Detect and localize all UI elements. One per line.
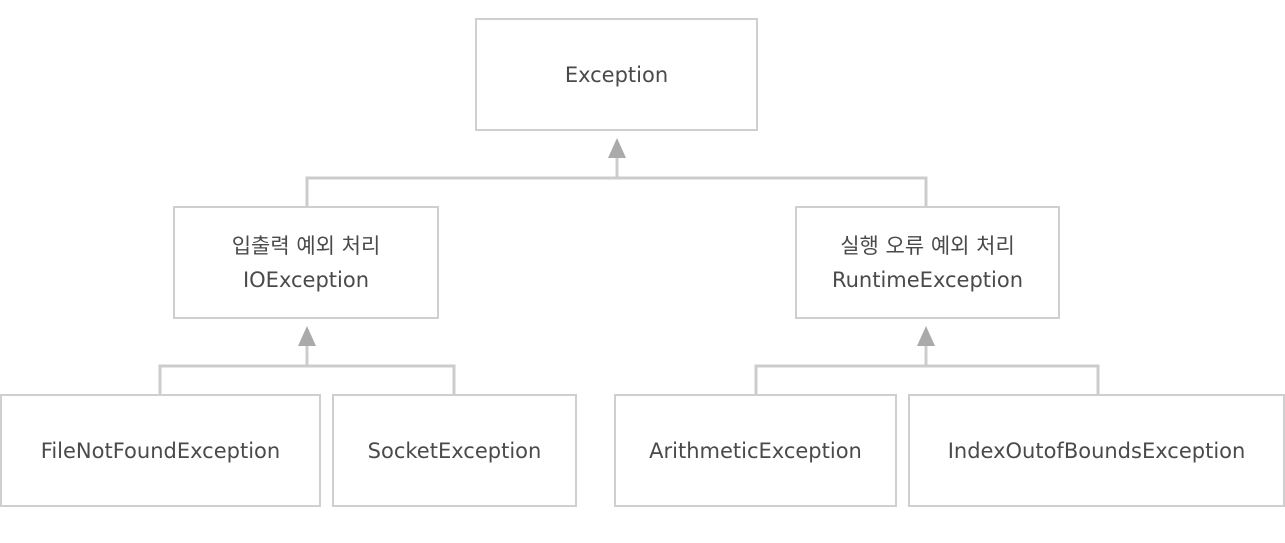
socketexception-label: SocketException [367, 438, 542, 463]
ioexception-korean-label: 입출력 예외 처리 [231, 233, 381, 258]
runtimeexception-label: RuntimeException [831, 267, 1024, 292]
connector-io [158, 346, 456, 394]
runtimeexception-korean-label: 실행 오류 예외 처리 [840, 233, 1015, 258]
indexoutofboundsexception-box: IndexOutofBoundsException [908, 394, 1285, 507]
arithmeticexception-box: ArithmeticException [614, 394, 897, 507]
exception-box: Exception [475, 18, 758, 131]
socketexception-box: SocketException [332, 394, 577, 507]
filenotfoundexception-box: FileNotFoundException [0, 394, 321, 507]
connector-root [305, 158, 928, 206]
ioexception-box: 입출력 예외 처리 IOException [173, 206, 439, 319]
arithmeticexception-label: ArithmeticException [649, 438, 862, 463]
connector-runtime [754, 346, 1100, 394]
arrow-to-runtimeexception [917, 326, 935, 346]
exception-label: Exception [564, 62, 669, 87]
indexoutofboundsexception-label: IndexOutofBoundsException [947, 438, 1246, 463]
arrow-to-ioexception [298, 326, 316, 346]
ioexception-label: IOException [242, 267, 370, 292]
arrow-to-exception [608, 138, 626, 158]
runtimeexception-box: 실행 오류 예외 처리 RuntimeException [795, 206, 1060, 319]
filenotfoundexception-label: FileNotFoundException [40, 438, 281, 463]
